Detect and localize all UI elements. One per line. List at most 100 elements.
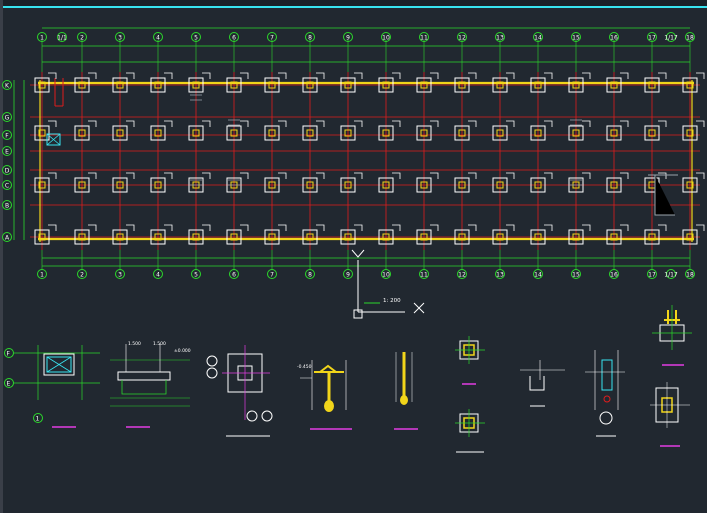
column-tag <box>620 172 629 179</box>
detail4-elevation: -0.450 <box>297 364 312 370</box>
column-tag <box>392 224 401 231</box>
column-box <box>150 229 166 245</box>
column-tag <box>430 172 439 179</box>
column-tag <box>620 120 629 127</box>
column-box <box>34 177 50 193</box>
left-axis-bubble <box>2 112 12 122</box>
column-box <box>454 125 470 141</box>
column-core <box>78 129 86 137</box>
column-tag <box>506 224 515 231</box>
column-tag <box>202 120 211 127</box>
ucs-origin <box>353 309 363 319</box>
top-axis-bubble <box>153 32 163 42</box>
column-core <box>230 233 238 241</box>
column-box <box>302 229 318 245</box>
column-box <box>150 125 166 141</box>
column-box <box>188 77 204 93</box>
top-axis-label: 6 <box>232 35 236 42</box>
column-tag <box>620 72 629 79</box>
column-core <box>610 233 618 241</box>
column-core <box>38 181 46 189</box>
column-tag <box>164 72 173 79</box>
left-stair-lines <box>54 78 64 107</box>
column-box <box>226 229 242 245</box>
column-core <box>420 81 428 89</box>
detail-mark <box>228 179 240 186</box>
column-core <box>38 129 46 137</box>
detail2-elevation: 1.500 <box>128 341 141 347</box>
column-tag <box>354 72 363 79</box>
top-axis-bubble <box>77 32 87 42</box>
bottom-axis-label: 6 <box>232 272 236 279</box>
column-core <box>38 81 46 89</box>
detail-axis-bubble <box>4 378 14 388</box>
column-box <box>492 125 508 141</box>
column-box <box>530 125 546 141</box>
column-core <box>610 129 618 137</box>
top-axis-label: 12 <box>458 35 466 42</box>
column-tag <box>582 72 591 79</box>
column-box <box>264 229 280 245</box>
detail1-dims <box>14 345 100 400</box>
left-axis-label: A <box>5 235 10 242</box>
column-box <box>530 177 546 193</box>
top-axis-label: 16 <box>610 35 618 42</box>
dimension-lines <box>13 27 691 270</box>
bottom-axis-bubble <box>153 269 163 279</box>
stair-box <box>46 133 61 146</box>
detail8-bubble <box>599 411 613 425</box>
column-core <box>382 181 390 189</box>
column-box <box>492 177 508 193</box>
scale-label: 1: 200 <box>383 298 401 304</box>
column-core <box>306 181 314 189</box>
top-axis-label: 1 <box>40 35 44 42</box>
top-axis-label: 15 <box>572 35 580 42</box>
column-core <box>268 181 276 189</box>
column-tag <box>126 120 135 127</box>
detail5-base <box>400 395 408 405</box>
column-box <box>34 125 50 141</box>
detail10-dims <box>650 382 690 428</box>
top-axis-bubble <box>533 32 543 42</box>
detail7-dims <box>520 360 565 380</box>
ucs-icon: 1: 200 <box>351 249 425 319</box>
column-core <box>344 129 352 137</box>
column-box <box>112 77 128 93</box>
column-box <box>568 229 584 245</box>
column-box <box>340 77 356 93</box>
bottom-axis-bubble <box>229 269 239 279</box>
detail5-dims <box>395 352 413 402</box>
bottom-axis-bubble <box>495 269 505 279</box>
stair-cross <box>46 133 61 146</box>
column-tag <box>88 72 97 79</box>
column-box <box>74 125 90 141</box>
column-core <box>192 233 200 241</box>
column-tag <box>164 172 173 179</box>
bottom-axis-label: 18 <box>686 272 694 279</box>
column-tag <box>430 120 439 127</box>
column-box <box>150 177 166 193</box>
bottom-axis-bubble <box>381 269 391 279</box>
top-axis-bubble <box>37 32 47 42</box>
column-core <box>458 233 466 241</box>
left-axis-bubble <box>2 200 12 210</box>
column-tag <box>392 120 401 127</box>
detail8-wall <box>601 359 613 391</box>
top-axis-bubble <box>647 32 657 42</box>
bottom-axis-bubble <box>191 269 201 279</box>
column-core <box>268 233 276 241</box>
column-box <box>682 229 698 245</box>
top-axis-bubble <box>609 32 619 42</box>
column-core <box>534 181 542 189</box>
column-core <box>496 81 504 89</box>
column-box <box>378 177 394 193</box>
detail2-dims <box>110 359 190 407</box>
column-tag <box>544 120 553 127</box>
column-box <box>150 77 166 93</box>
column-core <box>154 81 162 89</box>
bottom-axis-label: 14 <box>534 272 542 279</box>
column-box <box>682 177 698 193</box>
column-box <box>568 125 584 141</box>
column-box <box>74 77 90 93</box>
